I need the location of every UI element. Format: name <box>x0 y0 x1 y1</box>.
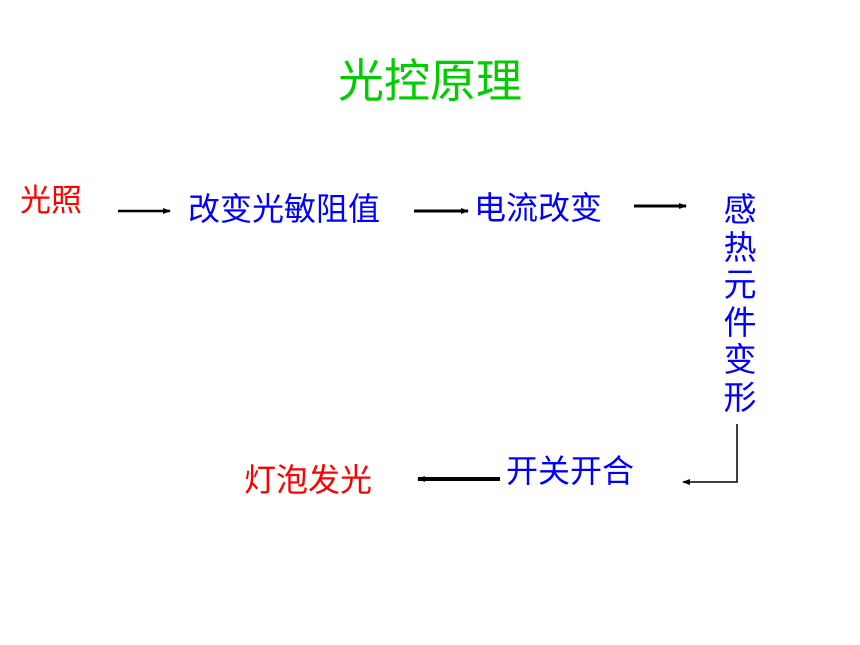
step-bulb-light: 灯泡发光 <box>244 461 373 499</box>
step-change-photoresistor: 改变光敏阻值 <box>188 190 381 228</box>
diagram-title: 光控原理 <box>338 54 522 108</box>
arrow-4-connector <box>682 424 738 485</box>
step-switch-toggle: 开关开合 <box>506 452 635 490</box>
step-thermal-element-deform: 感热元件变形 <box>723 190 757 417</box>
step-light-on: 光照 <box>20 183 82 219</box>
step-current-change: 电流改变 <box>474 189 603 227</box>
